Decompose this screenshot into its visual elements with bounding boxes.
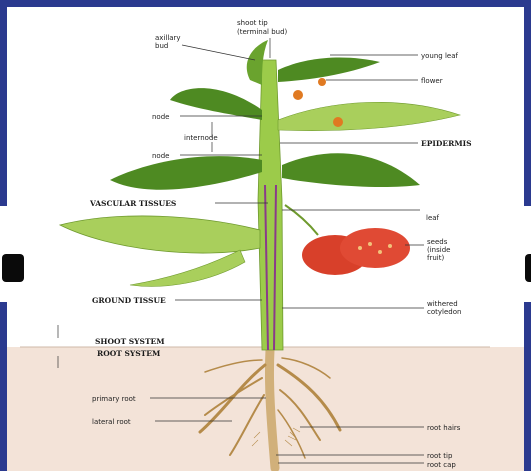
label-node-upper: node: [152, 113, 169, 121]
label-root-cap: root cap: [427, 461, 456, 469]
fruit: [285, 205, 410, 275]
label-young-leaf: young leaf: [421, 52, 459, 60]
label-root-tip: root tip: [427, 452, 453, 460]
label-epidermis: EPIDERMIS: [421, 139, 472, 148]
label-axillary-bud-2: bud: [155, 42, 168, 50]
fruit-right: [340, 228, 410, 268]
leaf-mid-left: [110, 156, 262, 190]
label-vascular-tissues: VASCULAR TISSUES: [89, 199, 176, 208]
label-root-system: ROOT SYSTEM: [97, 349, 160, 358]
leaf-upper-left: [170, 88, 262, 120]
label-seeds-3: fruit): [427, 254, 444, 262]
fruit-stalk: [285, 205, 318, 235]
label-shoot-tip-2: (terminal bud): [237, 28, 288, 36]
flower-1: [293, 90, 303, 100]
leaf-lower-left-2: [130, 250, 245, 286]
label-leaf: leaf: [426, 214, 440, 222]
flower-3: [333, 117, 343, 127]
label-shoot-system: SHOOT SYSTEM: [95, 337, 165, 346]
leaf-upper-right: [278, 102, 460, 130]
label-primary-root: primary root: [92, 395, 136, 403]
label-node-lower: node: [152, 152, 169, 160]
leaf-young-right: [278, 57, 380, 82]
label-withered-1: withered: [427, 300, 458, 308]
stem: [258, 60, 283, 350]
label-internode: internode: [184, 134, 218, 142]
label-lateral-root: lateral root: [92, 418, 131, 426]
label-seeds-1: seeds: [427, 238, 448, 246]
label-shoot-tip-1: shoot tip: [237, 19, 268, 27]
label-withered-2: cotyledon: [427, 308, 461, 316]
label-axillary-bud-1: axillary: [155, 34, 181, 42]
leaf-right: [282, 153, 420, 187]
leaf-lower-left: [60, 216, 260, 253]
label-flower: flower: [421, 77, 443, 85]
label-ground-tissue: GROUND TISSUE: [92, 296, 166, 305]
label-root-hairs: root hairs: [427, 424, 461, 432]
label-seeds-2: (inside: [427, 246, 450, 254]
flower-2: [318, 78, 326, 86]
